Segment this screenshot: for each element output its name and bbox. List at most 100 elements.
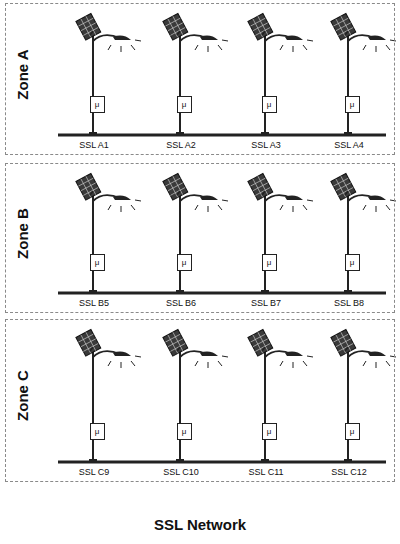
controller-symbol: μ xyxy=(267,428,272,436)
pole-base xyxy=(176,290,184,293)
controller-box: μ xyxy=(345,254,360,271)
solar-panel xyxy=(248,330,273,357)
controller-box: μ xyxy=(345,96,360,113)
solar-panel xyxy=(331,174,356,201)
solar-panel xyxy=(248,14,273,41)
light-ray xyxy=(121,206,122,212)
light-ray xyxy=(293,46,294,52)
solar-panel xyxy=(163,330,188,357)
pole-base xyxy=(344,132,352,135)
controller-symbol: μ xyxy=(267,259,272,267)
controller-box: μ xyxy=(90,96,105,113)
light-ray xyxy=(218,205,222,210)
light-ray xyxy=(131,361,135,366)
street-light xyxy=(76,14,141,135)
controller-box: μ xyxy=(262,96,277,113)
controller-symbol: μ xyxy=(350,428,355,436)
lamp-head xyxy=(113,36,131,40)
pole-base xyxy=(261,459,269,462)
lamp-head xyxy=(200,352,218,356)
controller-symbol: μ xyxy=(182,259,187,267)
zone-panel: Zone BμSSL B5μSSL B6μSSL B7μSSL B8 xyxy=(5,163,395,313)
zone-heading: Zone C xyxy=(14,370,31,421)
pole xyxy=(264,193,266,293)
street-light xyxy=(163,174,228,293)
pole xyxy=(92,349,94,462)
light-ray xyxy=(376,206,377,212)
pole-base xyxy=(89,290,97,293)
controller-box: μ xyxy=(177,96,192,113)
lamp-head xyxy=(368,352,386,356)
controller-symbol: μ xyxy=(350,259,355,267)
light-label: SSL B8 xyxy=(334,298,364,308)
light-ray xyxy=(218,361,222,366)
pole-base xyxy=(89,459,97,462)
lamp-head xyxy=(285,352,303,356)
light-ray xyxy=(218,45,222,50)
solar-panel xyxy=(331,330,356,357)
pole-base xyxy=(261,132,269,135)
ground-line xyxy=(58,292,386,295)
pole-base xyxy=(261,290,269,293)
street-light xyxy=(331,174,396,293)
controller-symbol: μ xyxy=(95,428,100,436)
lamp-head xyxy=(368,196,386,200)
lamp-head xyxy=(368,36,386,40)
zone-panel: Zone CμSSL C9μSSL C10μSSL C11μSSL C12 xyxy=(5,319,395,482)
light-ray xyxy=(386,361,390,366)
street-light xyxy=(248,14,313,135)
light-ray xyxy=(135,40,141,41)
controller-box: μ xyxy=(90,423,105,440)
controller-symbol: μ xyxy=(267,101,272,109)
controller-box: μ xyxy=(262,254,277,271)
pole-base xyxy=(176,459,184,462)
zone-heading: Zone A xyxy=(14,49,31,99)
street-light xyxy=(248,330,313,462)
street-light xyxy=(163,14,228,135)
light-ray xyxy=(280,45,283,50)
light-ray xyxy=(376,362,377,368)
light-ray xyxy=(121,362,122,368)
solar-panel xyxy=(248,174,273,201)
street-light xyxy=(248,174,313,293)
lamp-head xyxy=(200,36,218,40)
light-ray xyxy=(363,205,366,210)
light-ray xyxy=(303,205,307,210)
light-ray xyxy=(280,205,283,210)
light-ray xyxy=(121,46,122,52)
pole xyxy=(264,33,266,135)
light-ray xyxy=(390,356,396,357)
pole xyxy=(347,33,349,135)
light-label: SSL C11 xyxy=(248,467,283,477)
light-label: SSL A2 xyxy=(166,140,196,150)
light-ray xyxy=(208,362,209,368)
pole xyxy=(92,193,94,293)
light-ray xyxy=(390,40,396,41)
light-ray xyxy=(222,356,228,357)
pole-base xyxy=(89,132,97,135)
controller-symbol: μ xyxy=(95,259,100,267)
light-ray xyxy=(222,40,228,41)
light-label: SSL C9 xyxy=(79,467,110,477)
light-label: SSL A1 xyxy=(79,140,109,150)
diagram-title: SSL Network xyxy=(154,516,246,533)
pole xyxy=(179,193,181,293)
light-ray xyxy=(363,45,366,50)
lamp-head xyxy=(285,36,303,40)
light-ray xyxy=(293,362,294,368)
solar-panel xyxy=(331,14,356,41)
solar-panel xyxy=(163,174,188,201)
zone-heading: Zone B xyxy=(14,208,31,259)
light-ray xyxy=(131,205,135,210)
light-ray xyxy=(195,361,198,366)
light-ray xyxy=(303,45,307,50)
controller-symbol: μ xyxy=(182,428,187,436)
controller-box: μ xyxy=(345,423,360,440)
light-label: SSL B5 xyxy=(79,298,109,308)
street-light xyxy=(76,174,141,293)
street-light xyxy=(163,330,228,462)
solar-panel xyxy=(163,14,188,41)
controller-box: μ xyxy=(177,423,192,440)
solar-panel xyxy=(76,330,101,357)
light-label: SSL A4 xyxy=(334,140,364,150)
